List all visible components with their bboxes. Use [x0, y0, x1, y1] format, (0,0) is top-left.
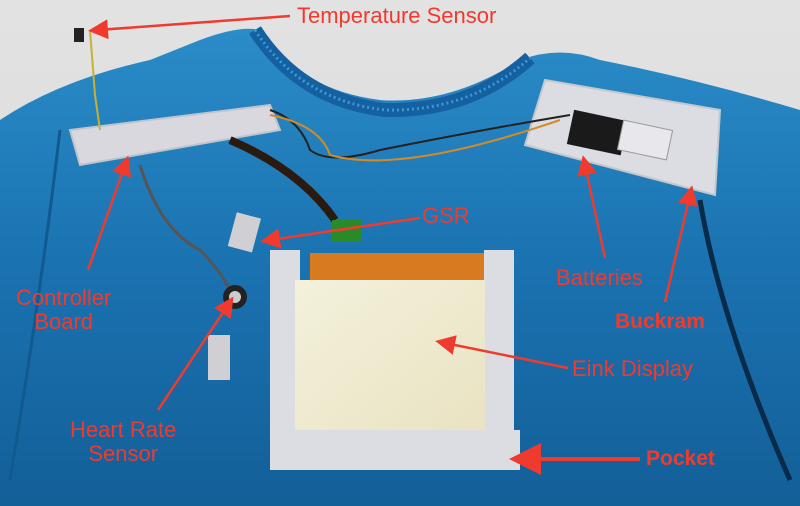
- label-controller-board-line1: Controller: [16, 285, 112, 310]
- label-pocket: Pocket: [646, 447, 715, 470]
- label-heart-rate-sensor: Heart Rate Sensor: [70, 418, 176, 466]
- label-controller-board-line2: Board: [34, 309, 94, 334]
- label-temperature-sensor: Temperature Sensor: [297, 3, 497, 28]
- label-batteries: Batteries: [556, 265, 643, 290]
- label-gsr: GSR: [422, 203, 470, 228]
- label-eink-display: Eink Display: [572, 356, 694, 381]
- label-heart-rate-line2: Sensor: [88, 441, 159, 466]
- label-buckram: Buckram: [615, 310, 705, 333]
- label-controller-board: Controller Board: [16, 286, 111, 334]
- label-heart-rate-line1: Heart Rate: [70, 417, 177, 442]
